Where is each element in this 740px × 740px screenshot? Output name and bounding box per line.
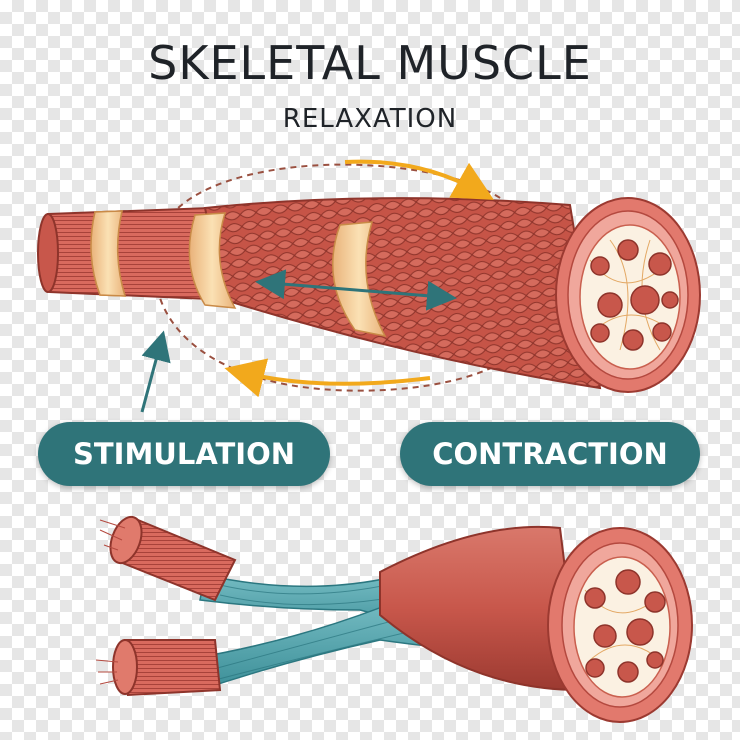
stimulation-arrow	[140, 330, 171, 413]
cycle-arrow-bottom	[224, 358, 431, 398]
cycle-arrow-top	[344, 159, 494, 200]
stimulation-label: STIMULATION	[38, 422, 330, 486]
upper-muscle-fiber	[37, 197, 701, 393]
lower-muscle-tendon	[95, 515, 693, 723]
diagram-subtitle: RELAXATION	[282, 104, 458, 134]
contraction-label: CONTRACTION	[400, 422, 700, 486]
fiber-length-arrow	[255, 269, 457, 311]
diagram-title: SKELETAL MUSCLE	[148, 36, 592, 90]
